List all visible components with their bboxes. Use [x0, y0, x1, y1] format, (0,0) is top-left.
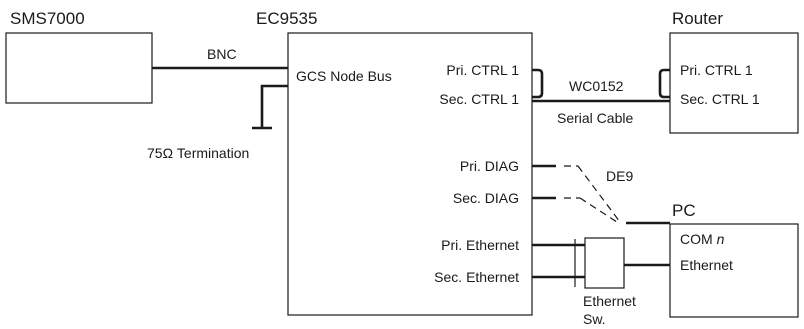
ec9535-title: EC9535	[256, 9, 317, 28]
serial-cable-label: Serial Cable	[557, 110, 633, 126]
termination-label: 75Ω Termination	[147, 145, 249, 161]
ec9535-port-pri-ethernet: Pri. Ethernet	[441, 237, 519, 253]
ec9535-port-sec-ethernet: Sec. Ethernet	[434, 269, 519, 285]
ec9535-box	[287, 32, 533, 316]
ec9535-port-gcs-node-bus: GCS Node Bus	[296, 68, 392, 84]
router-title: Router	[672, 9, 723, 28]
sec-diag-dash-diag	[579, 197, 621, 225]
ethernet-switch-label-1: Ethernet	[583, 293, 636, 309]
ec9535-port-pri-ctrl1: Pri. CTRL 1	[446, 62, 519, 78]
pc-port-com: COM n	[680, 231, 725, 247]
wc0152-label: WC0152	[569, 78, 624, 94]
ethernet-switch-box	[584, 237, 625, 289]
pc-title: PC	[672, 201, 696, 220]
de9-label: DE9	[606, 168, 633, 184]
termination-stub	[260, 84, 288, 128]
ethernet-switch-label-2: Sw.	[583, 311, 606, 327]
ec9535-port-sec-ctrl1: Sec. CTRL 1	[439, 91, 519, 107]
pc-port-ethernet: Ethernet	[680, 257, 733, 273]
ec9535-ctrl-jumper	[532, 68, 544, 99]
bnc-label: BNC	[207, 46, 237, 62]
sms7000-title: SMS7000	[10, 9, 85, 28]
ec9535-port-pri-diag: Pri. DIAG	[460, 158, 519, 174]
router-port-pri-ctrl1: Pri. CTRL 1	[680, 62, 753, 78]
router-ctrl-jumper	[658, 68, 670, 99]
router-port-sec-ctrl1: Sec. CTRL 1	[680, 91, 760, 107]
sms7000-box	[5, 32, 153, 104]
router-box	[669, 32, 799, 134]
pc-box	[669, 223, 799, 318]
ec9535-port-sec-diag: Sec. DIAG	[453, 190, 519, 206]
